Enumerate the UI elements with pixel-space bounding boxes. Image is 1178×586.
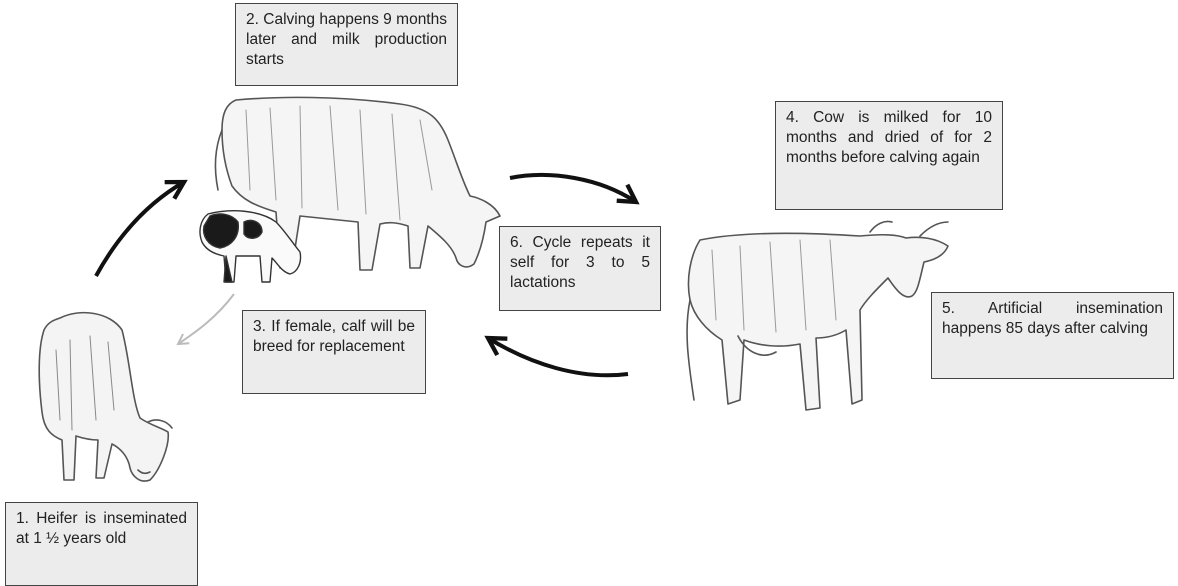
step-2-box: 2. Calving happens 9 months later and mi…: [235, 3, 458, 86]
dairy-cow-illustration: [687, 221, 948, 410]
step-3-text: 3. If female, calf will be breed for rep…: [253, 318, 415, 355]
step-6-box: 6. Cycle repeats it self for 3 to 5 lact…: [499, 226, 661, 311]
step-5-text: 5. Artificial insemination happens 85 da…: [942, 300, 1163, 337]
step-4-text: 4. Cow is milked for 10 months and dried…: [786, 109, 992, 166]
arrow-heifer-to-cow: [96, 182, 184, 276]
arrow-cow-to-dairy: [510, 175, 636, 202]
step-2-text: 2. Calving happens 9 months later and mi…: [246, 11, 447, 68]
arrow-calf-to-heifer: [178, 294, 234, 344]
step-6-text: 6. Cycle repeats it self for 3 to 5 lact…: [510, 234, 650, 291]
arrow-dairy-to-calf: [488, 338, 628, 375]
step-1-text: 1. Heifer is inseminated at 1 ½ years ol…: [16, 510, 187, 547]
heifer-illustration: [39, 313, 172, 481]
step-4-box: 4. Cow is milked for 10 months and dried…: [775, 101, 1003, 210]
step-1-box: 1. Heifer is inseminated at 1 ½ years ol…: [5, 502, 198, 586]
step-3-box: 3. If female, calf will be breed for rep…: [242, 310, 426, 394]
step-5-box: 5. Artificial insemination happens 85 da…: [931, 292, 1174, 379]
